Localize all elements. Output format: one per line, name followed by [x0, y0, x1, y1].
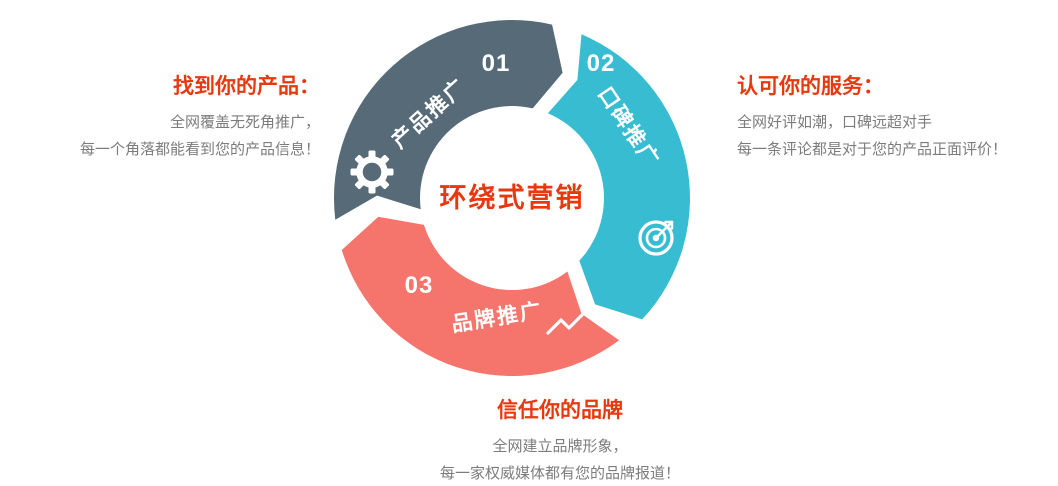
callout-bottom-line-2: 每一家权威媒体都有您的品牌报道！ [439, 465, 680, 482]
segment-word-of-mouth-promotion [547, 34, 690, 320]
growth-chart-icon [546, 308, 589, 335]
callout-left-line-1: 全网覆盖无死角推广， [169, 114, 320, 131]
gear-icon [350, 150, 394, 194]
center-title: 环绕式营销 [440, 182, 585, 213]
segment-brand-number: 03 [405, 272, 434, 299]
callout-right-title: 认可你的服务： [737, 75, 884, 98]
segment-brand-promotion [341, 216, 620, 376]
callout-left-title: 找到你的产品： [173, 75, 320, 98]
callout-bottom-title: 信任你的品牌 [497, 399, 623, 422]
callout-right-line-1: 全网好评如潮，口碑远超对手 [737, 114, 933, 131]
callout-left-line-2: 每一个角落都能看到您的产品信息！ [79, 141, 320, 158]
callout-right-line-2: 每一条评论都是对于您的产品正面评价！ [737, 141, 1008, 158]
segment-word-of-mouth-number: 02 [587, 50, 616, 77]
callout-recognize-your-service: 认可你的服务： 全网好评如潮，口碑远超对手 每一条评论都是对于您的产品正面评价！ [737, 70, 1057, 163]
callout-trust-your-brand: 信任你的品牌 全网建立品牌形象， 每一家权威媒体都有您的品牌报道！ [390, 394, 730, 486]
callout-bottom-line-1: 全网建立品牌形象， [492, 438, 628, 455]
segment-product-number: 01 [482, 50, 511, 77]
callout-find-your-product: 找到你的产品： 全网覆盖无死角推广， 每一个角落都能看到您的产品信息！ [18, 70, 320, 163]
target-arrow-icon [638, 220, 674, 256]
